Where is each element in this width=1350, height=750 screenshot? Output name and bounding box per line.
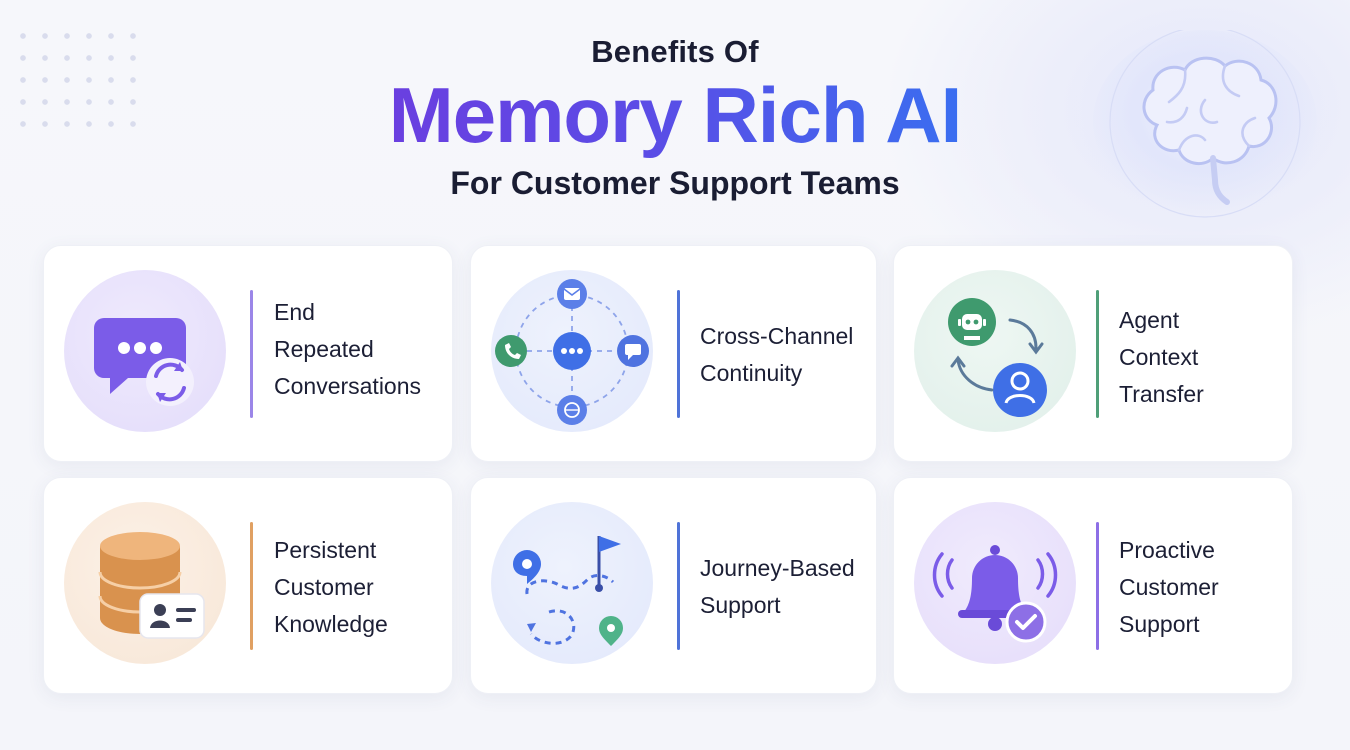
card-divider <box>677 290 680 418</box>
omnichannel-hub-icon <box>491 270 653 432</box>
card-label-line: Support <box>1119 611 1200 637</box>
card-label-line: Agent <box>1119 307 1180 333</box>
card-label: Journey-Based Support <box>700 550 855 624</box>
card-label-line: Customer <box>1119 574 1219 600</box>
agent-handoff-icon <box>914 270 1076 432</box>
card-label-line: Cross-Channel <box>700 323 854 349</box>
card-label-line: Journey-Based <box>700 555 855 581</box>
card-label-line: Transfer <box>1119 381 1204 407</box>
card-label-line: Repeated <box>274 336 374 362</box>
benefit-card-end-repeated-conversations: End Repeated Conversations <box>43 245 453 462</box>
card-divider <box>677 522 680 650</box>
card-label-line: Knowledge <box>274 611 388 637</box>
title-benefits-of: Benefits Of <box>591 34 759 69</box>
card-divider <box>1096 522 1099 650</box>
benefit-card-cross-channel-continuity: Cross-Channel Continuity <box>470 245 877 462</box>
card-label-line: Persistent <box>274 537 377 563</box>
benefit-card-persistent-customer-knowledge: Persistent Customer Knowledge <box>43 477 453 694</box>
card-label-line: End <box>274 299 315 325</box>
title-gradient-text: Memory Rich AI <box>388 71 963 159</box>
chat-refresh-icon <box>64 270 226 432</box>
title-subtitle: For Customer Support Teams <box>450 165 900 201</box>
title-memory-rich-ai: Memory Rich AI <box>0 70 1350 160</box>
card-label-line: Proactive <box>1119 537 1215 563</box>
card-label: End Repeated Conversations <box>274 294 421 405</box>
card-divider <box>1096 290 1099 418</box>
card-divider <box>250 290 253 418</box>
card-label: Proactive Customer Support <box>1119 532 1219 643</box>
card-label: Agent Context Transfer <box>1119 302 1204 413</box>
card-label-line: Customer <box>274 574 374 600</box>
database-profile-icon <box>64 502 226 664</box>
card-label-line: Continuity <box>700 360 803 386</box>
benefit-card-proactive-customer-support: Proactive Customer Support <box>893 477 1293 694</box>
card-label: Cross-Channel Continuity <box>700 318 853 392</box>
bell-check-icon <box>914 502 1076 664</box>
card-divider <box>250 522 253 650</box>
journey-map-icon <box>491 502 653 664</box>
benefit-card-agent-context-transfer: Agent Context Transfer <box>893 245 1293 462</box>
card-label: Persistent Customer Knowledge <box>274 532 388 643</box>
benefit-card-journey-based-support: Journey-Based Support <box>470 477 877 694</box>
glowing-brain-icon <box>1093 30 1317 218</box>
card-label-line: Context <box>1119 344 1199 370</box>
decorative-dot-grid <box>12 25 142 135</box>
card-label-line: Conversations <box>274 373 422 399</box>
card-label-line: Support <box>700 592 781 618</box>
